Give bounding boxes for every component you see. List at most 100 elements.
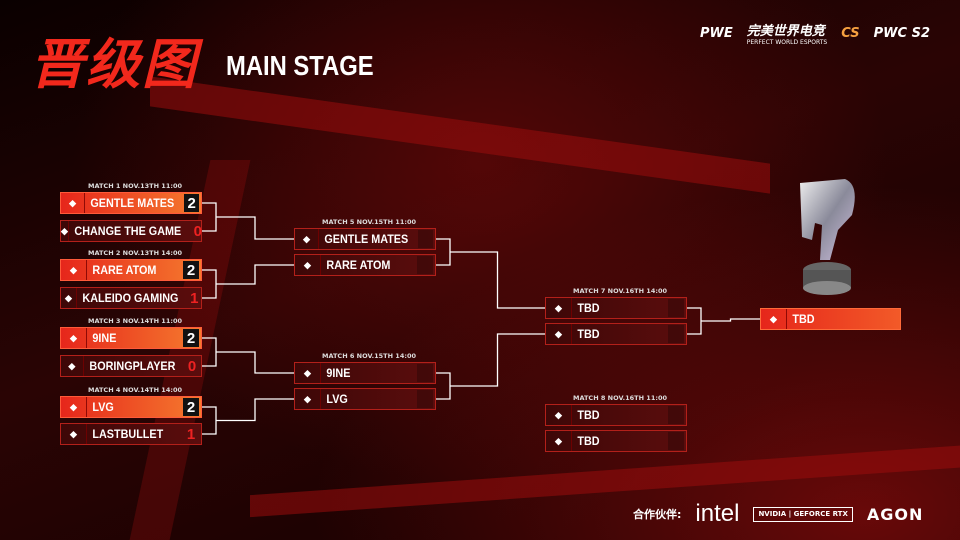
team-name: TBD [792,312,815,326]
match-label: MATCH 1 [88,182,121,190]
connector [687,307,760,335]
nvidia-geforce-logo: NVIDIA | GEFORCE RTX [753,506,853,522]
connector [202,202,294,240]
agon-logo: AGON [866,504,924,524]
match-label: MATCH 2 [88,249,121,257]
match-date: NOV.13TH 11:00 [122,182,182,190]
change-the-game-logo-icon: ◆ [61,221,69,241]
team-name: BORINGPLAYER [88,359,176,373]
team-name: TBD [577,327,600,341]
team-score [668,406,684,424]
team-name: TBD [577,434,600,448]
lvg-logo-icon: ◆ [295,389,321,409]
pwc-logo-icon: ◆ [546,298,572,318]
team-name: LVG [92,400,114,414]
lastbullet-logo-icon: ◆ [61,424,87,444]
team-score: 0 [187,357,197,375]
team-row[interactable]: ◆ 9INE [294,362,436,384]
pwc-logo-icon: ◆ [546,431,572,451]
connector [436,333,545,400]
match-label: MATCH 5 [322,218,355,226]
team-name: GENTLE MATES [324,232,409,246]
match-label: MATCH 4 [88,386,121,394]
match-date: NOV.16TH 11:00 [607,394,667,402]
match-label: MATCH 7 [573,287,606,295]
team-name: 9INE [92,331,117,345]
team-row[interactable]: ◆ LVG [294,388,436,410]
gentle-mates-logo-icon: ◆ [295,229,320,249]
team-score [668,299,684,317]
team-score: 2 [184,194,199,212]
match-label: MATCH 3 [88,317,121,325]
team-name: RARE ATOM [326,258,391,272]
team-name: RARE ATOM [92,263,157,277]
match-date: NOV.14TH 11:00 [122,317,182,325]
team-name: KALEIDO GAMING [82,291,179,305]
team-row[interactable]: ◆ KALEIDO GAMING 1 [60,287,202,309]
match-date: NOV.15TH 14:00 [356,352,416,360]
team-row[interactable]: ◆ RARE ATOM 2 [60,259,202,281]
trophy-image [790,175,865,300]
partners-label: 合作伙伴: [633,508,682,521]
gentle-mates-logo-icon: ◆ [61,193,86,213]
team-score [417,364,433,382]
team-row[interactable]: ◆ LVG 2 [60,396,202,418]
team-name: 9INE [326,366,351,380]
pwe-logo: PWE [700,25,733,41]
team-name: TBD [577,301,600,315]
team-name: CHANGE THE GAME [74,224,182,238]
connector [202,264,294,299]
match-date: NOV.13TH 14:00 [122,249,182,257]
rare-atom-logo-icon: ◆ [61,260,87,280]
page-title: 晋级图 [30,33,198,96]
team-score: 2 [183,398,199,416]
team-row[interactable]: ◆ TBD [545,297,687,319]
lvg-logo-icon: ◆ [61,397,87,417]
pwc-logo: PWC S2 [873,25,930,41]
pwc-logo-icon: ◆ [546,324,572,344]
team-row[interactable]: ◆ GENTLE MATES 2 [60,192,202,214]
team-score [417,390,433,408]
page-subtitle: MAIN STAGE [226,50,374,81]
match-date: NOV.16TH 14:00 [607,287,667,295]
9ine-logo-icon: ◆ [61,328,87,348]
team-score: 1 [190,289,199,307]
team-row[interactable]: ◆ GENTLE MATES [294,228,436,250]
team-row[interactable]: ◆ RARE ATOM [294,254,436,276]
pwc-logo-icon: ◆ [546,405,572,425]
team-score: 2 [183,329,199,347]
team-score: 2 [183,261,199,279]
team-name: TBD [577,408,600,422]
9ine-logo-icon: ◆ [295,363,321,383]
team-row[interactable]: ◆ 9INE 2 [60,327,202,349]
team-name: GENTLE MATES [90,196,175,210]
match-date: NOV.14TH 14:00 [122,386,182,394]
intel-logo: intel [695,500,740,527]
kaleido-gaming-logo-icon: ◆ [61,288,77,308]
match-label: MATCH 8 [573,394,606,402]
team-row[interactable]: ◆ TBD [545,430,687,452]
rare-atom-logo-icon: ◆ [295,255,321,275]
team-row[interactable]: ◆ TBD [545,323,687,345]
connector [436,238,545,309]
team-score [668,325,684,343]
final-row[interactable]: ◆TBD [760,308,901,330]
team-score [418,230,433,248]
team-name: LVG [326,392,348,406]
team-score [417,256,433,274]
connector [202,337,294,374]
team-row[interactable]: ◆ TBD [545,404,687,426]
